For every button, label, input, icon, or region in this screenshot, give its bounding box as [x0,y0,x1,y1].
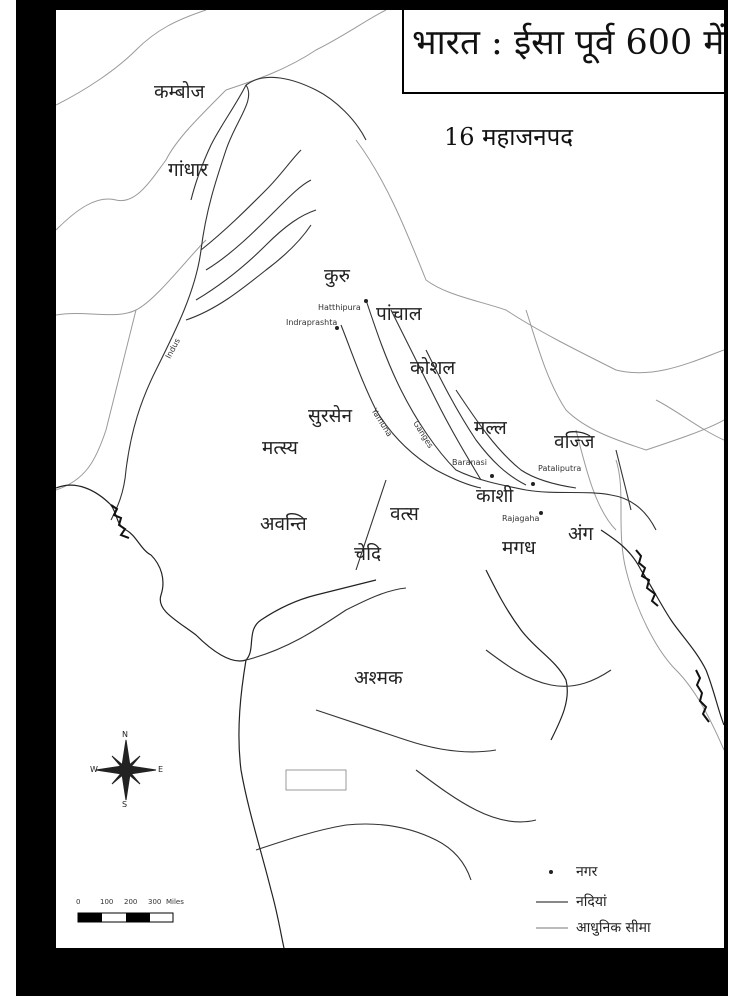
label-magadha: मगध [502,537,536,559]
label-gandhara: गांधार [168,159,208,181]
river-godavari [255,823,472,881]
border-line [56,89,227,231]
map-canvas: भारत : ईसा पूर्व 600 में 16 महाजनपद कम्ब… [56,10,724,948]
river-krishna [415,769,537,823]
river-tributary [185,224,312,321]
label-ashmaka: अश्मक [354,667,403,689]
river-tributary [390,309,482,481]
river-tributary [615,449,632,511]
label-anga: अंग [568,523,594,545]
label-city-pataliputra: Pataliputra [538,464,582,473]
label-city-hastinapura: Hatthipura [318,303,361,312]
scale-tick-300: 300 [148,898,162,906]
city-dot [364,299,368,303]
label-matsya: मत्स्य [262,437,298,459]
border-line [355,139,724,374]
border-line [615,459,724,751]
coastline [600,529,724,726]
map-subtitle: 16 महाजनपद [444,123,573,151]
border-line [56,10,207,106]
river-tributary [455,389,577,489]
border-line [525,309,724,451]
river-tributary [245,76,367,141]
coastline-jagged [695,669,710,723]
scale-bar [77,912,174,923]
scale-tick-0: 0 [76,898,81,906]
label-chedi: चेदि [354,543,382,565]
compass-rose [95,739,157,801]
compass-n: N [122,730,128,739]
coastline-jagged [110,504,130,539]
scale-tick-100: 100 [100,898,114,906]
label-city-rajagaha: Rajagaha [502,514,540,523]
map-title: भारत : ईसा पूर्व 600 में [412,23,724,63]
label-city-indraprastha: Indraprashta [286,318,338,327]
city-dot [335,326,339,330]
border-line [575,429,617,531]
river-narmada [245,587,407,661]
coastline [56,484,377,662]
legend-rivers-label: नदियां [576,894,607,910]
legend-city-label: नगर [576,864,598,880]
river-tributary [195,209,317,301]
border-line [56,239,207,316]
coastline [238,659,285,948]
river-tributary [200,149,302,251]
label-city-baranasi: Baranasi [452,458,487,467]
legend-symbols [536,870,568,929]
border-line [285,769,347,791]
compass-w: W [90,765,98,774]
river-tapti [315,709,497,753]
city-dot [490,474,494,478]
border-line [225,10,387,91]
label-surasena: सुरसेन [308,405,353,427]
label-panchala: पांचाल [376,303,422,325]
river-indus [110,84,250,521]
scale-unit: Miles [166,898,184,906]
legend-border-label: आधुनिक सीमा [576,920,651,936]
city-dot [531,482,535,486]
coastline [485,569,568,741]
border-line [56,309,137,491]
label-kosala: कोशल [410,357,456,379]
coastline-jagged [635,549,659,607]
city-dot [539,511,543,515]
compass-s: S [122,800,128,809]
label-kashi: काशी [476,485,514,507]
label-avanti: अवन्ति [260,513,307,535]
river-yamuna [340,324,482,489]
border-line [655,399,724,441]
river-tributary [190,84,247,201]
map-frame: भारत : ईसा पूर्व 600 में 16 महाजनपद कम्ब… [16,0,728,996]
river-chambal [355,479,387,571]
scale-tick-200: 200 [124,898,138,906]
river-tributary [205,179,312,271]
map-svg [56,10,724,948]
label-kamboja: कम्बोज [154,81,205,103]
compass-e: E [158,765,164,774]
river-mahanadi [485,649,612,687]
label-vajji: वज्जि [554,431,595,453]
river-tributary [425,349,527,486]
label-vatsa: वत्स [390,503,419,525]
label-kuru: कुरु [324,265,350,287]
title-box: भारत : ईसा पूर्व 600 में [402,10,724,94]
label-malla: मल्ल [474,417,507,439]
